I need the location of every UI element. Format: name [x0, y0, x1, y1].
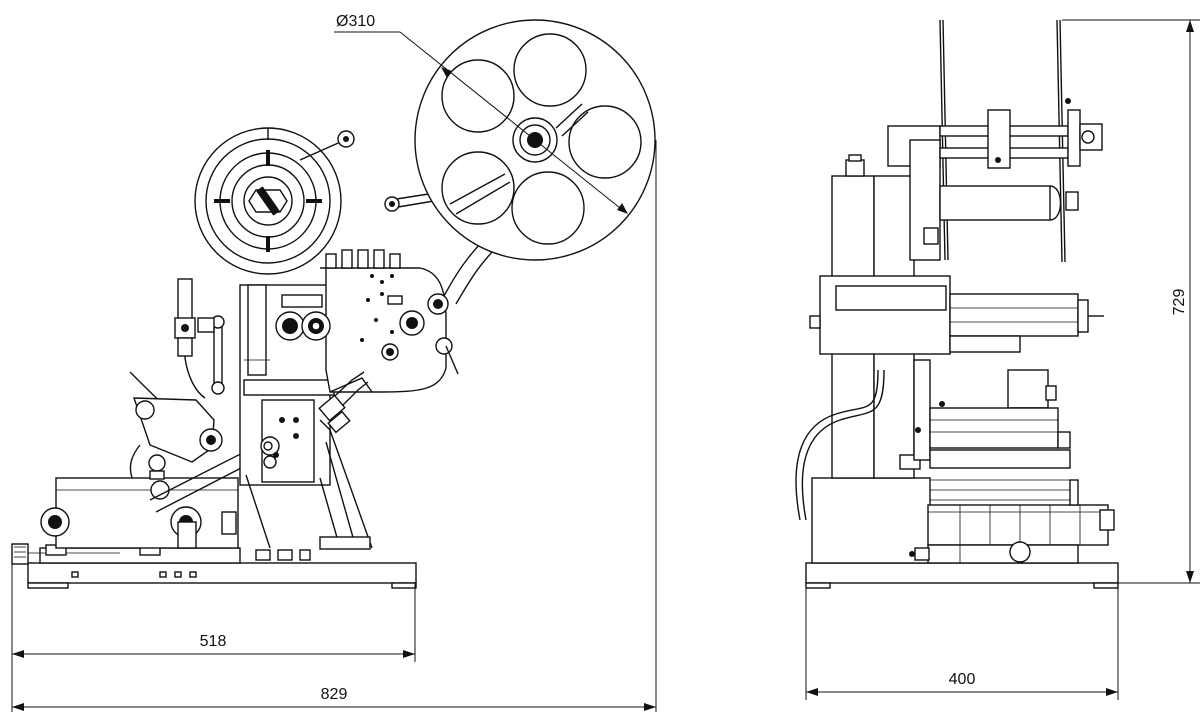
front-applicator: [913, 359, 1071, 469]
side-front-arm: [129, 371, 273, 513]
side-base-plate: [11, 543, 417, 589]
dim-width: 400: [806, 671, 1118, 696]
dim-base-length: 518: [12, 633, 415, 658]
dim-height: 729: [1171, 20, 1194, 583]
dim-overall-length-label: 829: [321, 686, 348, 703]
side-view: Ø310 518 829: [11, 13, 657, 712]
front-view: 729 400: [795, 19, 1200, 700]
dim-height-label: 729: [1171, 289, 1188, 316]
front-lower-cabinet: [811, 477, 1115, 564]
dim-base-length-label: 518: [200, 633, 227, 650]
side-label-reel: [194, 127, 355, 275]
side-lower-rollers: [40, 454, 239, 549]
side-peel-plate: [318, 371, 369, 434]
dim-overall-length: 829: [12, 686, 656, 711]
front-extension-lines: [805, 19, 1200, 700]
reel-diameter-label: Ø310: [336, 13, 375, 30]
side-extension-lines: [11, 140, 657, 712]
reel-diameter-leader: Ø310: [334, 13, 628, 214]
side-support-frame: [255, 419, 373, 561]
front-control-panel: [809, 275, 1104, 355]
dim-width-label: 400: [949, 671, 976, 688]
side-label-head: [275, 249, 459, 393]
side-cylinder: [174, 278, 225, 399]
front-base-plate: [805, 562, 1119, 589]
front-reel-spindle: [887, 19, 1103, 263]
